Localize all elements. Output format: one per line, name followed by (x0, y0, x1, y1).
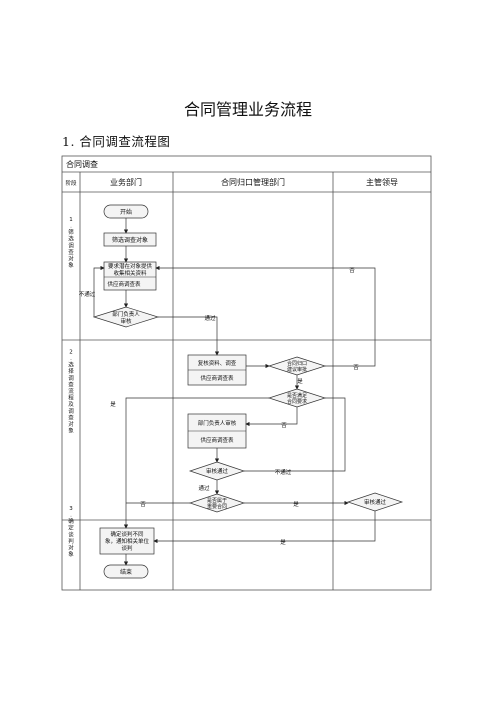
review-form-label: 供应商调查表 (200, 374, 234, 382)
leader-audit-label: 审核通过 (364, 498, 387, 506)
confirm-node (99, 527, 155, 555)
start-label: 开始 (120, 208, 132, 216)
dept-review-diamond (92, 306, 160, 328)
screen-label: 筛选调查对象 (112, 236, 148, 244)
stage-label-2: 2.选择调查流程及调查对象 (68, 349, 74, 434)
diagram-box-title: 合同调查 (66, 159, 98, 169)
suggest-label-1: 合同归口 (287, 360, 307, 367)
edge-label-yes-important: 是 (293, 501, 299, 508)
collect-form-label: 供应商调查表 (107, 280, 141, 288)
dept-review-label-2: 审核 (120, 317, 132, 325)
connectors (93, 218, 376, 566)
stage-label-3: 3.确定谈判对象 (68, 506, 74, 558)
lane-header-contract-mgmt: 合同归口管理部门 (221, 177, 285, 187)
end-label: 结束 (120, 568, 132, 576)
edge-label-yes-leader: 是 (280, 539, 286, 546)
swimlane-table (61, 155, 432, 591)
screen-node (103, 232, 157, 247)
important-label-2: 重要合同 (207, 503, 227, 510)
edge-label-yes-left: 是 (110, 401, 116, 408)
suggest-label-2: 建议审批 (287, 366, 307, 373)
edge-label-no-satisfy: 否 (281, 422, 287, 429)
confirm-label-2: 象，通知相关单位 (105, 537, 150, 545)
satisfy-label-2: 合同要求 (287, 398, 307, 405)
edge-label-passed-audit: 通过 (198, 484, 210, 492)
edge-label-no-important: 否 (140, 501, 146, 508)
section-title: 1. 合同调查流程图 (62, 134, 171, 149)
important-diamond (188, 493, 246, 513)
lane-header-business: 业务部门 (110, 177, 142, 187)
confirm-label-1: 确定谈判不同 (110, 530, 144, 538)
stage-header: 阶段 (65, 179, 77, 187)
satisfy-label-1: 是否满足 (287, 392, 307, 399)
dept-head-review-label: 部门负责人审核 (198, 419, 237, 427)
confirm-label-3: 谈判 (121, 544, 132, 552)
collect-label-1: 要求潜在对象提供 (108, 262, 153, 270)
stage-label-1: 1.筛选调查对象 (68, 217, 74, 269)
review-docs-label: 复核资料、调查 (198, 359, 237, 367)
edge-label-not-passed-audit: 不通过 (275, 468, 292, 476)
audit-label: 审核通过 (206, 467, 229, 475)
edge-label-not-passed-left: 不通过 (79, 290, 96, 298)
dept-head-form-label: 供应商调查表 (200, 436, 234, 444)
important-label-1: 是否属于 (207, 498, 227, 504)
edge-label-passed-right: 通过 (204, 314, 216, 322)
edge-label-no-top: 否 (349, 267, 355, 274)
dept-review-label-1: 部门负责人 (112, 310, 140, 318)
collect-label-2: 收集相关资料 (113, 269, 147, 277)
lane-header-leader: 主管领导 (366, 177, 398, 187)
document-title: 合同管理业务流程 (183, 100, 312, 119)
collect-node (103, 261, 157, 291)
edge-label-no-suggest: 否 (353, 364, 359, 371)
edge-label-yes-suggest: 是 (297, 378, 303, 385)
